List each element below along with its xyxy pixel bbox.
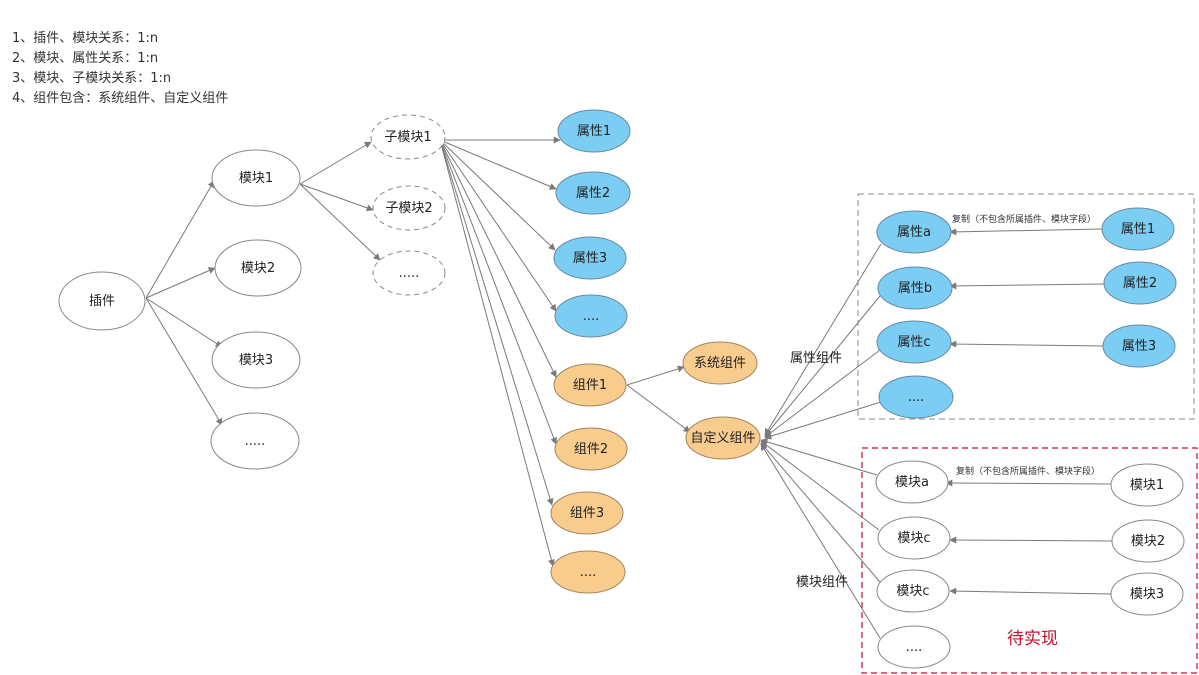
node-right-attr3: 属性3 (1102, 324, 1176, 368)
edges (145, 136, 1113, 639)
pending-label: 待实现 (1007, 629, 1058, 649)
svg-text:自定义组件: 自定义组件 (690, 431, 755, 446)
node-right-attr2: 属性2 (1103, 261, 1177, 305)
note-line: 3、模块、子模块关系：1:n (12, 71, 172, 86)
note-line: 1、插件、模块关系：1:n (12, 31, 159, 46)
svg-text:插件: 插件 (89, 294, 115, 309)
svg-text:模块2: 模块2 (241, 261, 275, 276)
node-comp2: 组件2 (554, 427, 628, 471)
node-comp3: 组件3 (550, 491, 624, 535)
svg-text:模块a: 模块a (895, 475, 929, 490)
svg-text:模块3: 模块3 (239, 353, 273, 368)
node-attr-c: 属性c (876, 320, 952, 364)
svg-text:子模块2: 子模块2 (385, 201, 432, 216)
node-module-abc-more: .... (877, 625, 951, 669)
svg-text:属性2: 属性2 (576, 186, 610, 201)
svg-text:属性1: 属性1 (1121, 222, 1155, 237)
node-module-c2: 模块c (876, 569, 950, 613)
svg-text:....: .... (906, 640, 923, 655)
svg-text:模块c: 模块c (896, 584, 929, 599)
node-custom-comp: 自定义组件 (685, 416, 761, 460)
copy-note-attr: 复制（不包含所属插件、模块字段） (952, 213, 1096, 225)
node-submodule2: 子模块2 (372, 185, 446, 231)
node-comp1: 组件1 (553, 363, 627, 407)
svg-text:属性2: 属性2 (1123, 276, 1157, 291)
svg-text:属性c: 属性c (897, 335, 930, 350)
svg-text:.....: ..... (245, 434, 266, 449)
node-module-a: 模块a (875, 460, 949, 504)
svg-text:模块1: 模块1 (1130, 478, 1164, 493)
node-attr2: 属性2 (555, 171, 631, 215)
copy-note-module: 复制（不包含所属插件、模块字段） (956, 465, 1100, 477)
note-line: 2、模块、属性关系：1:n (12, 51, 159, 66)
svg-text:模块c: 模块c (897, 531, 930, 546)
svg-text:.....: ..... (399, 266, 420, 281)
node-module2: 模块2 (214, 239, 302, 297)
node-module-c1: 模块c (877, 516, 951, 560)
module-group-label: 模块组件 (796, 575, 848, 590)
svg-text:组件1: 组件1 (573, 378, 607, 393)
svg-text:模块1: 模块1 (239, 171, 273, 186)
node-attr-b: 属性b (877, 266, 953, 310)
svg-text:属性a: 属性a (897, 225, 931, 240)
node-comp-more: .... (550, 550, 626, 594)
node-module-more: ..... (210, 412, 300, 470)
svg-text:组件2: 组件2 (574, 442, 608, 457)
node-right-module1: 模块1 (1110, 463, 1184, 507)
svg-text:属性3: 属性3 (1122, 339, 1156, 354)
node-attr-abc-more: .... (878, 375, 954, 419)
node-submodule1: 子模块1 (370, 114, 446, 160)
svg-text:系统组件: 系统组件 (694, 356, 746, 371)
node-attr-more: .... (554, 294, 628, 338)
svg-text:....: .... (583, 309, 600, 324)
node-right-attr1: 属性1 (1101, 207, 1175, 251)
svg-text:属性1: 属性1 (577, 124, 611, 139)
node-submodule-more: ..... (372, 250, 446, 296)
node-attr3: 属性3 (553, 236, 627, 280)
svg-text:模块3: 模块3 (1130, 587, 1164, 602)
svg-text:组件3: 组件3 (570, 506, 604, 521)
node-attr-a: 属性a (876, 210, 952, 254)
attr-group-label: 属性组件 (790, 351, 842, 366)
svg-text:....: .... (908, 390, 925, 405)
svg-text:....: .... (580, 565, 597, 580)
svg-text:属性3: 属性3 (573, 251, 607, 266)
node-right-module3: 模块3 (1110, 572, 1184, 616)
node-right-module2: 模块2 (1111, 519, 1185, 563)
node-system-comp: 系统组件 (682, 341, 758, 385)
svg-text:模块2: 模块2 (1131, 534, 1165, 549)
node-module1: 模块1 (211, 149, 301, 207)
svg-text:属性b: 属性b (898, 281, 932, 296)
note-line: 4、组件包含：系统组件、自定义组件 (12, 91, 229, 106)
node-attr1: 属性1 (557, 109, 631, 153)
node-module3: 模块3 (211, 331, 301, 389)
notes-list: 1、插件、模块关系：1:n 2、模块、属性关系：1:n 3、模块、子模块关系：1… (12, 29, 228, 109)
node-plugin: 插件 (58, 271, 146, 331)
svg-text:子模块1: 子模块1 (384, 130, 431, 145)
